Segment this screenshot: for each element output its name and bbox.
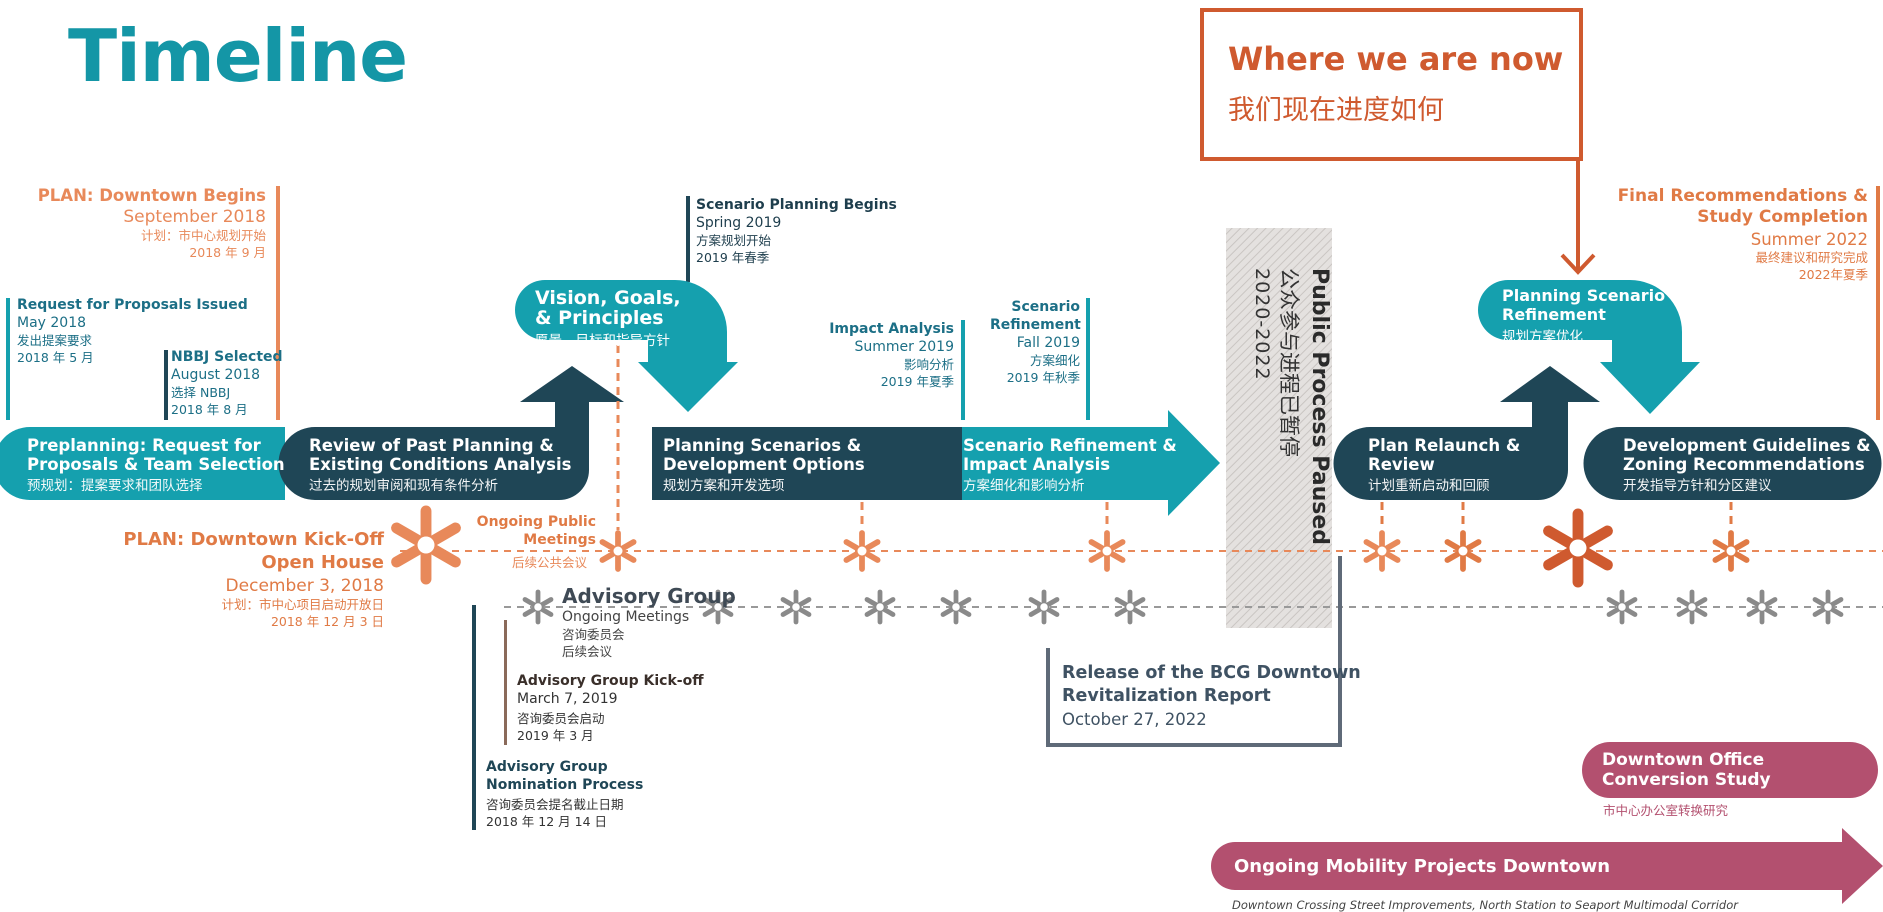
ongoing-public-label: Ongoing Public Meetings [476, 514, 596, 548]
nbbj-line [164, 350, 168, 420]
scenario-begins-line [686, 196, 690, 282]
rfp-label: Request for Proposals Issued May 2018 发出… [17, 297, 248, 365]
public-meeting-burst-icon [1363, 530, 1401, 572]
mobility-label: Ongoing Mobility Projects Downtown [1234, 856, 1611, 877]
office-cn: 市中心办公室转换研究 [1603, 803, 1729, 818]
impact-label: Impact Analysis Summer 2019 影响分析 2019 年夏… [829, 321, 954, 389]
advisory-meeting-burst-icon [940, 589, 972, 625]
office-label: Downtown Office Conversion Study [1602, 750, 1771, 790]
office-pill [1582, 742, 1878, 798]
final-line [1876, 186, 1880, 420]
public-meeting-burst-icon [599, 530, 637, 572]
adv-kickoff-label: Advisory Group Kick-off March 7, 2019 咨询… [517, 673, 704, 743]
segment-guidelines: Development Guidelines & Zoning Recommen… [1623, 436, 1871, 494]
kickoff-burst-icon [391, 505, 461, 585]
adv-nomination-label: Advisory Group Nomination Process 咨询委员会提… [486, 759, 644, 829]
planning-scenarios-bar [652, 427, 962, 500]
nbbj-label: NBBJ Selected August 2018 选择 NBBJ 2018 年… [171, 349, 283, 417]
public-meeting-burst-icon [1712, 530, 1750, 572]
scenario-begins-label: Scenario Planning Begins Spring 2019 方案规… [696, 197, 897, 265]
vision-label: Vision, Goals, & Principles 愿景、目标和指导方针 [535, 287, 681, 349]
where-pointer-arrow [1560, 253, 1596, 275]
paused-label: Public Process Paused 公众参与进程已暂停 2020-202… [1251, 268, 1332, 546]
advisory-meeting-burst-icon [522, 589, 554, 625]
public-meeting-burst-icon [1444, 530, 1482, 572]
adv-nomination-line [472, 605, 476, 830]
paused-column [1226, 228, 1332, 628]
mobility-sub: Downtown Crossing Street Improvements, N… [1232, 898, 1738, 912]
advisory-meeting-burst-icon [1606, 589, 1638, 625]
segment-preplanning: Preplanning: Request for Proposals & Tea… [27, 436, 285, 494]
advisory-meeting-burst-icon [1746, 589, 1778, 625]
mobility-arrow [1211, 828, 1883, 904]
plan-begins-line [276, 186, 280, 420]
final-label: Final Recommendations & Study Completion… [1617, 186, 1868, 282]
bcg-label: Release of the BCG Downtown Revitalizati… [1062, 663, 1361, 729]
segment-relaunch: Plan Relaunch & Review 计划重新启动和回顾 [1368, 436, 1521, 494]
advisory-label: Advisory Group Ongoing Meetings 咨询委员会 后续… [562, 584, 736, 659]
advisory-meeting-burst-icon [1812, 589, 1844, 625]
plan-begins-label: PLAN: Downtown Begins September 2018 计划：… [37, 186, 266, 260]
advisory-meeting-burst-icon [864, 589, 896, 625]
relaunch-bar [1333, 366, 1600, 500]
rfp-line [6, 298, 10, 420]
vision-curve [515, 280, 738, 412]
where-cn: 我们现在进度如何 [1228, 95, 1444, 126]
ongoing-public-cn: 后续公共会议 [512, 555, 588, 570]
segment-review: Review of Past Planning & Existing Condi… [309, 436, 572, 494]
scenario-refinement-label: Scenario Refinement Fall 2019 方案细化 2019 … [990, 299, 1081, 385]
preplanning-bar [0, 427, 285, 500]
advisory-meeting-burst-icon [702, 589, 734, 625]
where-we-are-now-box: Where we are now 我们现在进度如何 [1200, 8, 1583, 161]
advisory-meeting-burst-icon [1676, 589, 1708, 625]
advisory-meeting-burst-icon [780, 589, 812, 625]
bcg-bracket [1046, 556, 1342, 747]
adv-kickoff-line [504, 620, 507, 745]
kickoff-label: PLAN: Downtown Kick-Off Open House Decem… [123, 529, 384, 629]
planning-refinement-label: Planning Scenario Refinement 规划方案优化 [1502, 286, 1666, 345]
scen-refine-line [1086, 298, 1090, 420]
segment-scenarios: Planning Scenarios & Development Options… [663, 436, 865, 494]
review-bar [278, 366, 624, 500]
segment-scenario-refinement: Scenario Refinement & Impact Analysis 方案… [963, 436, 1177, 494]
public-meeting-burst-icon [1088, 530, 1126, 572]
planning-refinement-curve [1478, 280, 1700, 414]
scenario-refinement-arrow [962, 410, 1220, 516]
impact-line [961, 320, 965, 420]
advisory-meeting-burst-icon [1028, 589, 1060, 625]
where-en: Where we are now [1228, 40, 1564, 78]
page-title: Timeline [68, 14, 408, 98]
advisory-meeting-burst-icon [1114, 589, 1146, 625]
current-meeting-burst-icon [1543, 508, 1613, 588]
public-meeting-burst-icon [843, 530, 881, 572]
guidelines-bar [1583, 427, 1882, 500]
